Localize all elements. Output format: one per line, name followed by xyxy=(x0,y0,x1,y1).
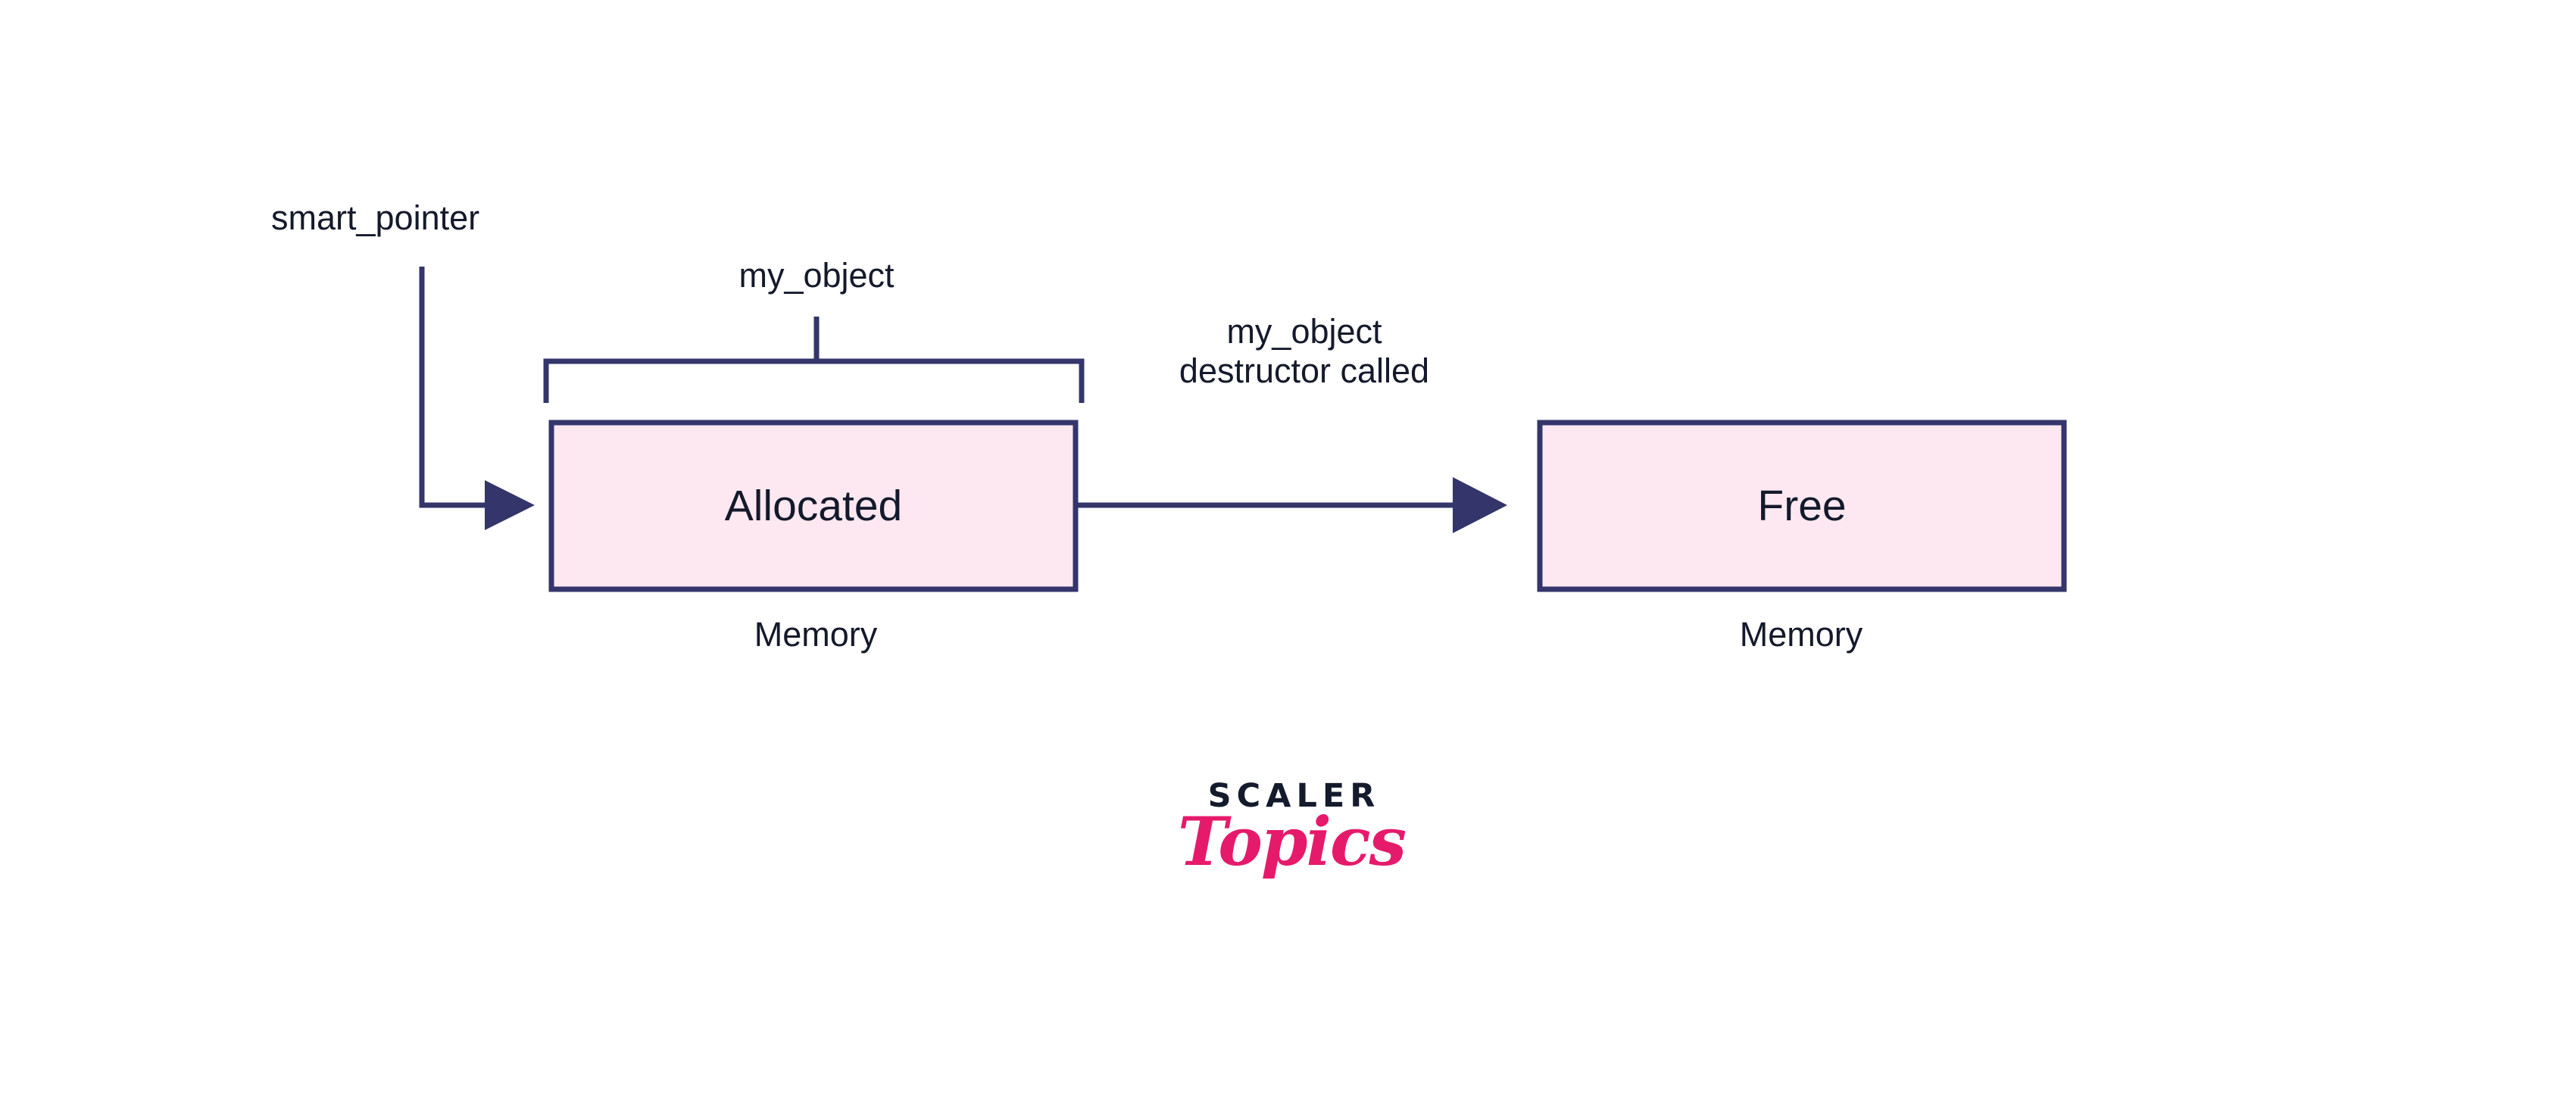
logo-topics-wordmark: Topics xyxy=(1177,802,1407,881)
allocated-memory-caption: Memory xyxy=(754,615,878,654)
arrow-right-icon xyxy=(1453,477,1507,533)
my-object-label: my_object xyxy=(738,256,895,295)
free-box-text: Free xyxy=(1757,482,1847,530)
free-memory-caption: Memory xyxy=(1739,615,1863,654)
arrow-right-icon xyxy=(485,480,535,530)
bracket-icon xyxy=(543,358,1085,403)
my-object-bracket xyxy=(543,317,1085,403)
allocated-box-text: Allocated xyxy=(724,482,903,530)
destructor-label-line1: my_object xyxy=(1226,312,1382,351)
allocated-memory-box xyxy=(548,420,1079,592)
destructor-label-line2: destructor called xyxy=(1179,351,1430,391)
smart-pointer-label: smart_pointer xyxy=(271,198,480,237)
logo-scaler-wordmark: SCALER xyxy=(1207,777,1381,815)
smart-pointer-connector xyxy=(419,267,535,530)
scaler-topics-logo: SCALER Topics xyxy=(1132,777,1450,881)
transition-arrow xyxy=(1077,477,1507,533)
smart-pointer-line xyxy=(419,267,485,508)
free-memory-box xyxy=(1537,420,2067,592)
